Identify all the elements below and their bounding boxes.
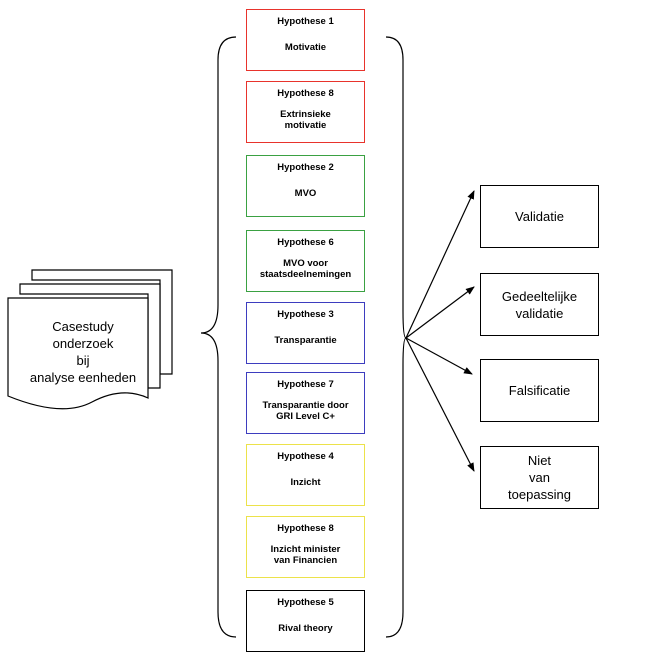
hypothesis-box: Hypothese 7 Transparantie door GRI Level …	[246, 372, 365, 434]
outcome-box: Gedeeltelijke validatie	[480, 273, 599, 336]
hypothesis-label: Inzicht minister van Financien	[270, 543, 341, 566]
hypothesis-box: Hypothese 5 Rival theory	[246, 590, 365, 652]
hypothesis-title: Hypothese 4	[277, 451, 334, 462]
arrow-gedeeltelijke-validatie	[405, 286, 475, 339]
arrow-niet-van-toepassing	[405, 337, 475, 472]
outcome-box: Validatie	[480, 185, 599, 248]
hypothesis-label: Transparantie door GRI Level C+	[262, 399, 349, 422]
hypothesis-label: MVO	[294, 188, 317, 199]
outcome-box: Falsificatie	[480, 359, 599, 422]
document-stack	[7, 269, 173, 410]
hypothesis-title: Hypothese 3	[277, 309, 334, 320]
hypothesis-label: Rival theory	[278, 623, 333, 634]
hypothesis-title: Hypothese 8	[277, 88, 334, 99]
hypothesis-title: Hypothese 6	[277, 237, 334, 248]
hypothesis-box: Hypothese 6 MVO voor staatsdeelnemingen	[246, 230, 365, 292]
hypothesis-box: Hypothese 3 Transparantie	[246, 302, 365, 364]
hypothesis-label: Motivatie	[284, 42, 327, 53]
hypothesis-label: Transparantie	[274, 335, 337, 346]
outcome-box: Niet van toepassing	[480, 446, 599, 509]
hypothesis-label: Extrinsieke motivatie	[280, 108, 331, 131]
hypothesis-title: Hypothese 5	[277, 597, 334, 608]
hypothesis-label: MVO voor staatsdeelnemingen	[259, 257, 352, 280]
hypothesis-box: Hypothese 4 Inzicht	[246, 444, 365, 506]
arrows	[405, 190, 475, 472]
hypothesis-box: Hypothese 8 Extrinsieke motivatie	[246, 81, 365, 143]
left-brace	[200, 36, 237, 638]
case-study-label: Casestudy onderzoek bij analyse eenheden	[29, 319, 137, 385]
right-brace	[385, 36, 407, 638]
hypothesis-box: Hypothese 1 Motivatie	[246, 9, 365, 71]
document-page-front	[7, 297, 149, 410]
arrow-falsificatie	[405, 337, 473, 375]
hypothesis-title: Hypothese 2	[277, 162, 334, 173]
hypothesis-title: Hypothese 7	[277, 379, 334, 390]
hypothesis-box: Hypothese 2 MVO	[246, 155, 365, 217]
hypothesis-title: Hypothese 1	[277, 16, 334, 27]
arrow-validatie	[405, 190, 475, 339]
hypothesis-title: Hypothese 8	[277, 523, 334, 534]
hypothesis-box: Hypothese 8 Inzicht minister van Financie…	[246, 516, 365, 578]
hypothesis-label: Inzicht	[290, 477, 321, 488]
